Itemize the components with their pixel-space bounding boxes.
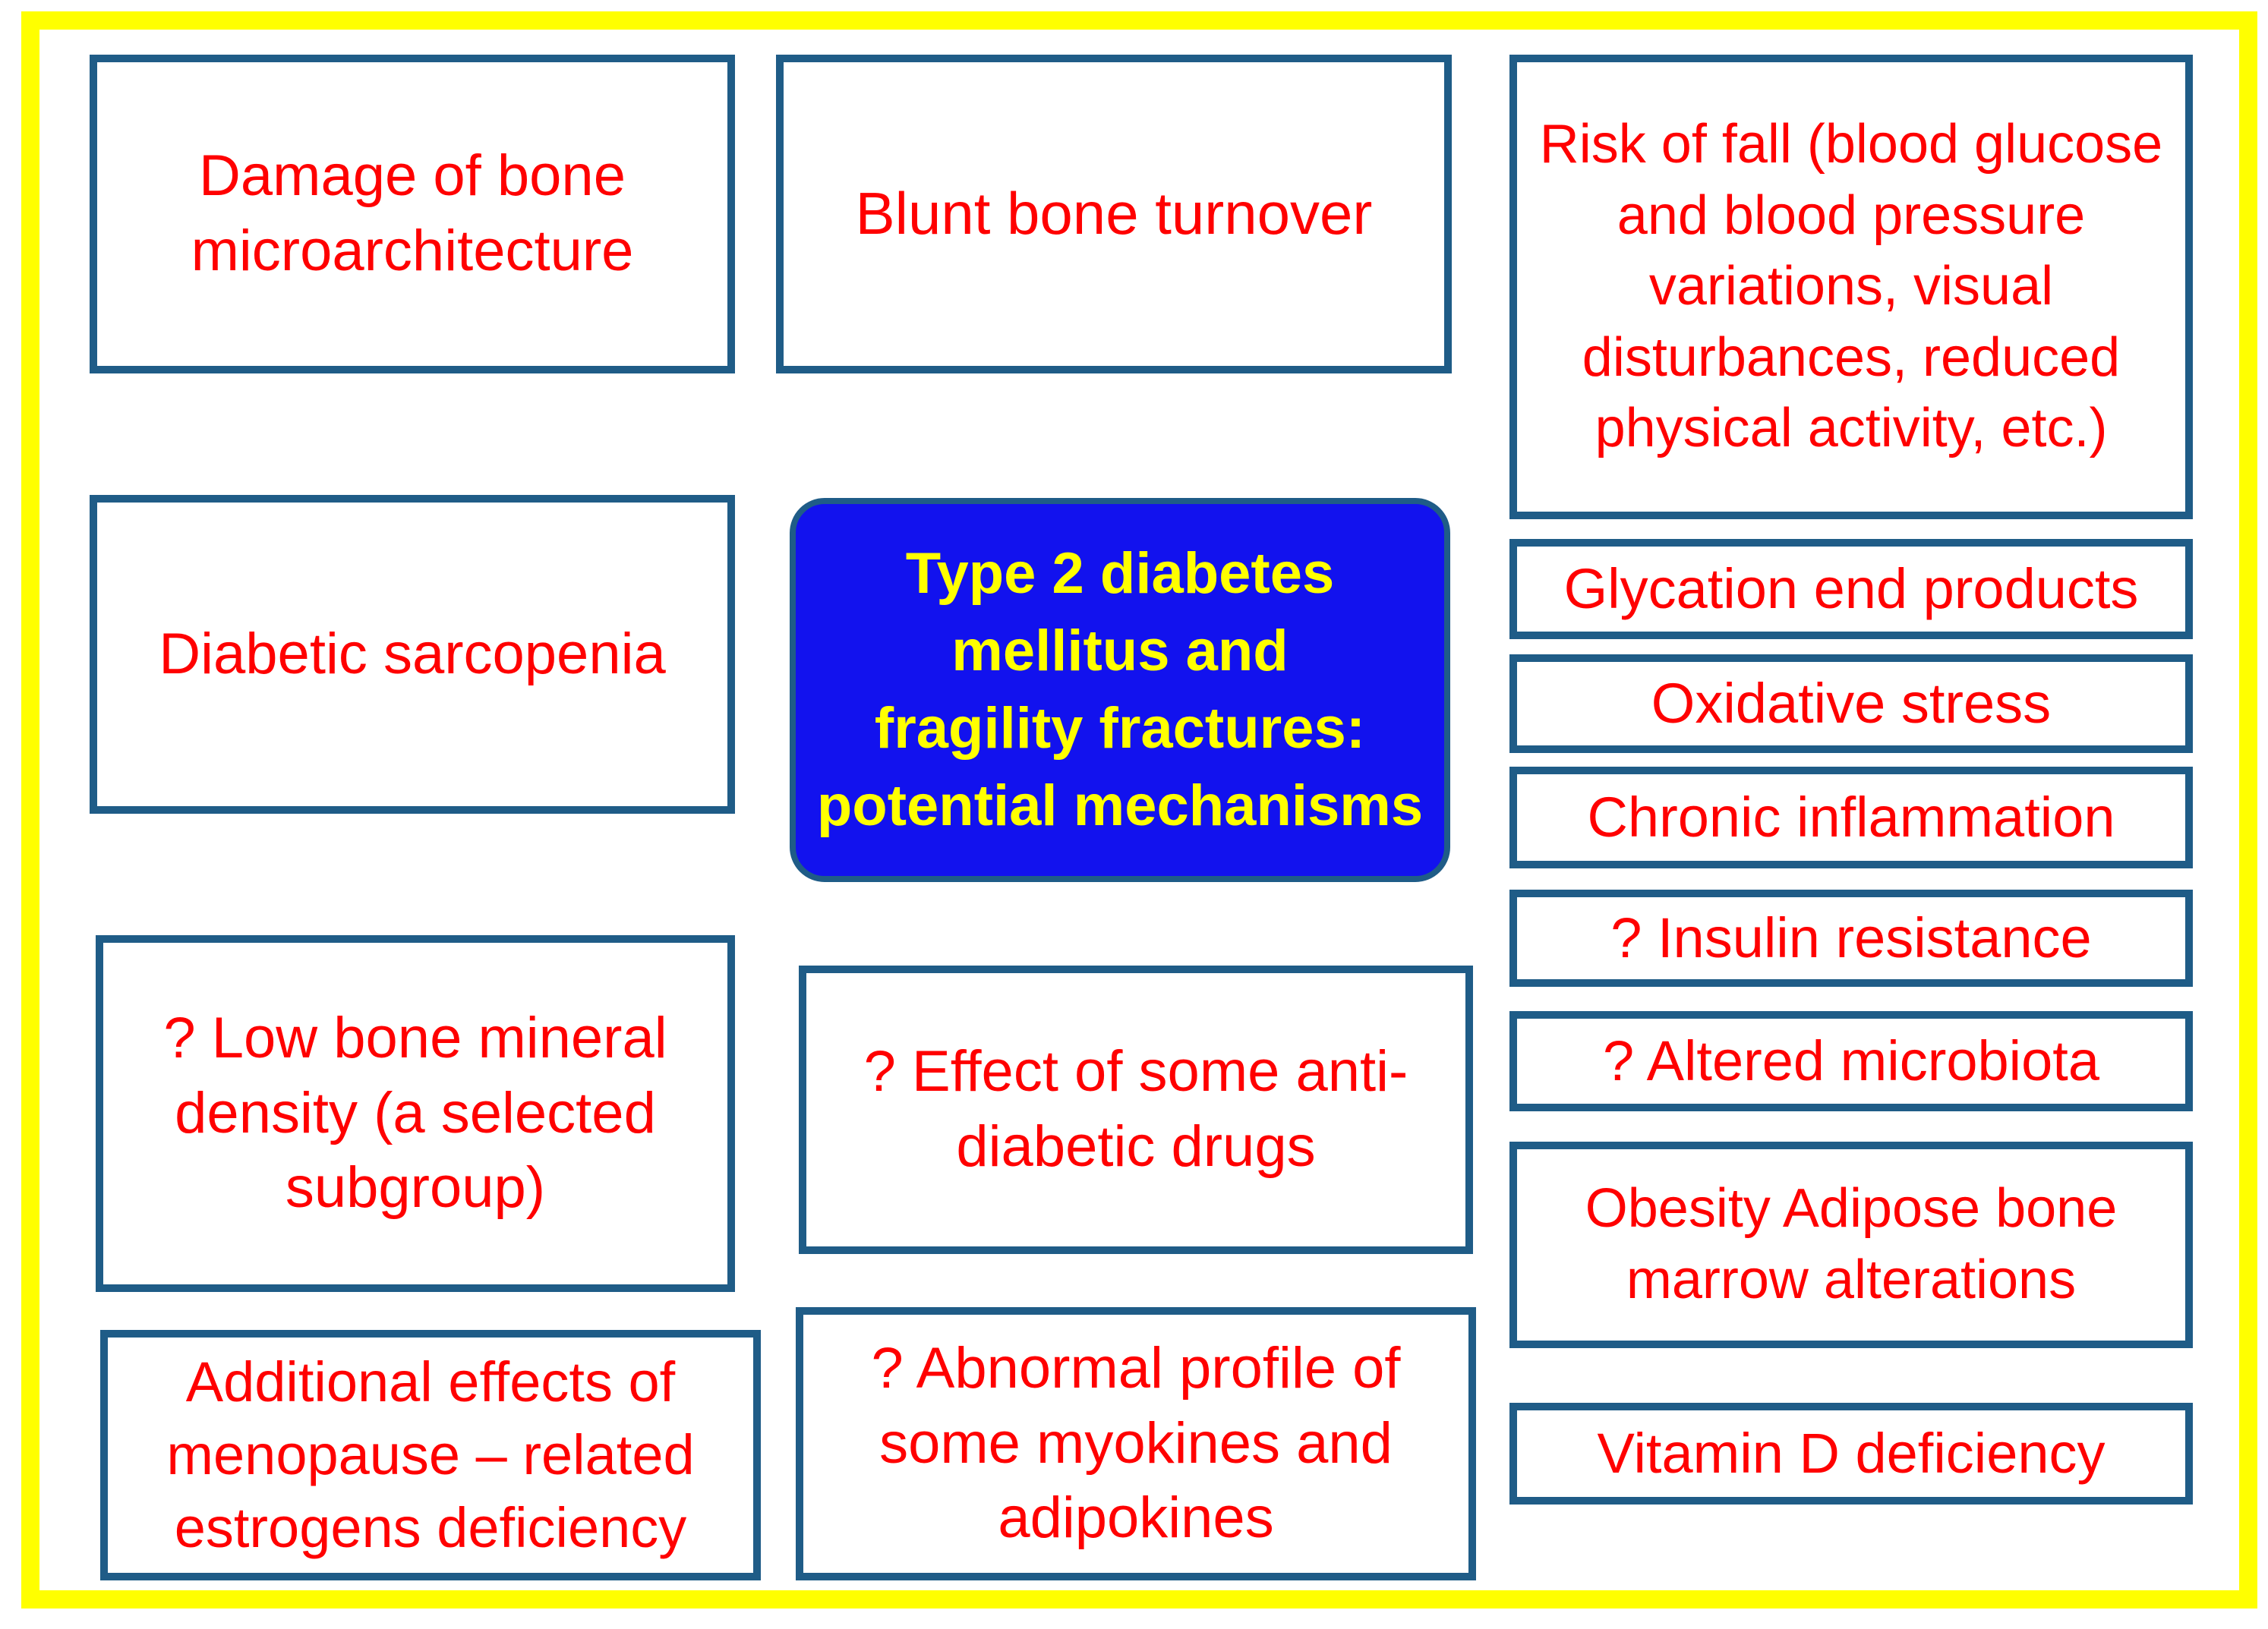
node-label: Additional effects of menopause – relate…: [166, 1350, 695, 1560]
frame-border-bottom: [21, 1590, 2257, 1609]
node-label: Vitamin D deficiency: [1597, 1421, 2106, 1485]
node-insulin-resistance: ? Insulin resistance: [1509, 890, 2193, 987]
center-title-line-4: potential mechanisms: [816, 773, 1424, 838]
node-oxidative-stress: Oxidative stress: [1509, 654, 2193, 753]
node-label: ? Abnormal profile of some myokines and …: [871, 1335, 1401, 1551]
center-title-line-2: mellitus and: [951, 619, 1289, 684]
node-label: Damage of bone microarchitecture: [191, 143, 634, 283]
node-label: Risk of fall (blood glucose and blood pr…: [1539, 114, 2163, 459]
node-vitamin-d-deficiency: Vitamin D deficiency: [1509, 1403, 2193, 1505]
frame-border-right: [2239, 11, 2257, 1609]
node-label: Diabetic sarcopenia: [159, 621, 666, 686]
node-altered-microbiota: ? Altered microbiota: [1509, 1011, 2193, 1111]
node-abnormal-myokines-adipokines: ? Abnormal profile of some myokines and …: [796, 1307, 1476, 1580]
node-chronic-inflammation: Chronic inflammation: [1509, 767, 2193, 868]
node-obesity-adipose-bone-marrow: Obesity Adipose bone marrow alterations: [1509, 1142, 2193, 1348]
node-low-bone-mineral-density: ? Low bone mineral density (a selected s…: [96, 935, 735, 1292]
node-label: Oxidative stress: [1651, 671, 2052, 735]
node-label: ? Effect of some anti-diabetic drugs: [863, 1039, 1408, 1179]
center-title-text: Type 2 diabetes mellitus and fragility f…: [817, 535, 1423, 844]
node-damage-of-bone-microarchitecture: Damage of bone microarchitecture: [90, 55, 735, 373]
node-label: ? Low bone mineral density (a selected s…: [163, 1005, 667, 1221]
center-title-line-3: fragility fractures:: [874, 696, 1366, 761]
node-blunt-bone-turnover: Blunt bone turnover: [776, 55, 1452, 373]
node-label: Glycation end products: [1563, 556, 2139, 620]
node-label: ? Insulin resistance: [1610, 906, 2092, 969]
node-label: Obesity Adipose bone marrow alterations: [1585, 1178, 2118, 1310]
center-title-line-1: Type 2 diabetes: [905, 541, 1335, 607]
node-risk-of-fall: Risk of fall (blood glucose and blood pr…: [1509, 55, 2193, 519]
node-label: Blunt bone turnover: [855, 180, 1373, 247]
frame-border-left: [21, 11, 39, 1609]
node-menopause-estrogens-deficiency: Additional effects of menopause – relate…: [100, 1330, 761, 1580]
node-effect-of-antidiabetic-drugs: ? Effect of some anti-diabetic drugs: [799, 966, 1473, 1254]
node-diabetic-sarcopenia: Diabetic sarcopenia: [90, 495, 735, 814]
frame-border-top: [21, 11, 2257, 30]
node-central-title: Type 2 diabetes mellitus and fragility f…: [790, 498, 1450, 882]
node-label: ? Altered microbiota: [1602, 1029, 2099, 1092]
node-glycation-end-products: Glycation end products: [1509, 539, 2193, 639]
node-label: Chronic inflammation: [1587, 785, 2115, 849]
